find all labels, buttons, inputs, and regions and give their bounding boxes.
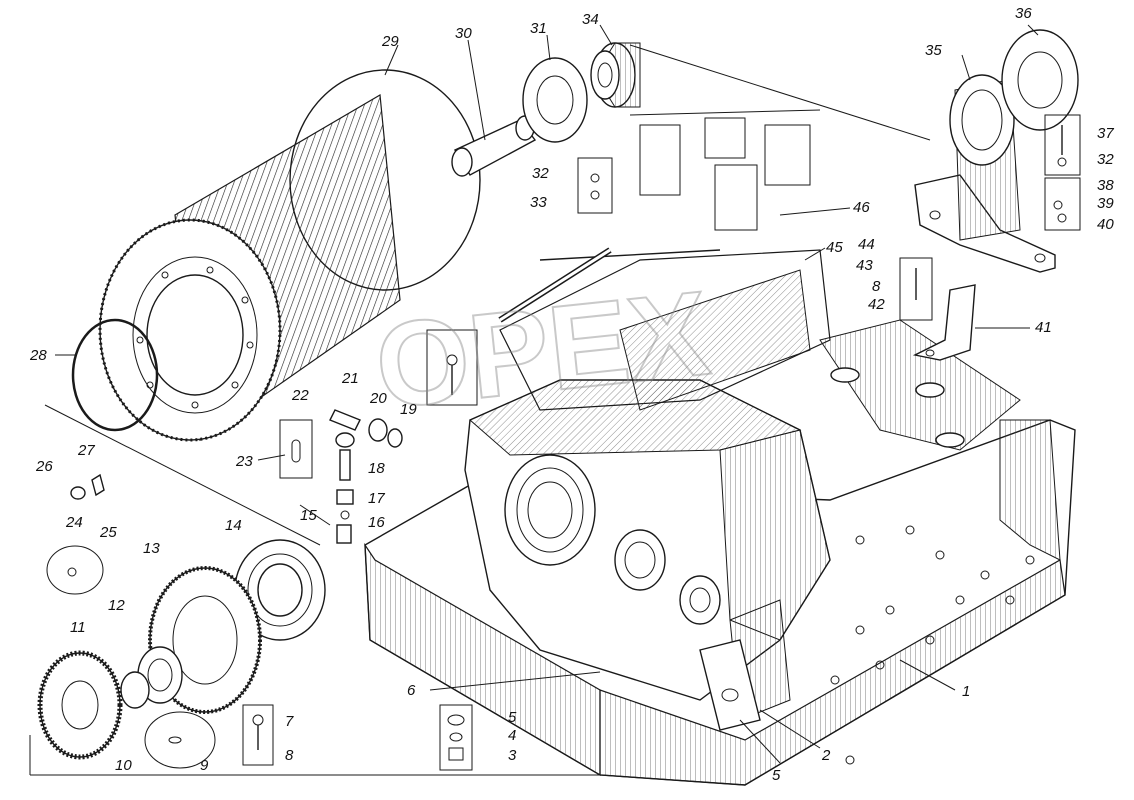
label-2: 2 (821, 747, 831, 764)
upper-bracket-frame (498, 247, 831, 411)
label-30: 30 (455, 25, 472, 42)
label-36: 36 (1015, 5, 1032, 22)
label-8b: 8 (872, 278, 881, 295)
label-14: 14 (225, 517, 242, 534)
label-1: 1 (962, 683, 970, 700)
label-21: 21 (341, 370, 359, 387)
label-16: 16 (368, 514, 385, 531)
hardware-box-32-33 (577, 157, 613, 214)
label-11: 11 (70, 619, 86, 636)
label-9: 9 (200, 757, 209, 774)
bearing-34 (590, 42, 641, 108)
label-33: 33 (530, 194, 547, 211)
hardware-box-37-32 (1044, 114, 1081, 176)
bearing-bracket-35 (914, 74, 1056, 273)
label-35: 35 (925, 42, 942, 59)
cover-31 (522, 57, 588, 143)
hardware-box-bolt (426, 329, 478, 406)
label-7: 7 (285, 713, 294, 730)
detail-callout-24-25 (46, 545, 104, 595)
label-28: 28 (29, 347, 47, 364)
label-37: 37 (1097, 125, 1114, 142)
label-46: 46 (853, 199, 870, 216)
label-39: 39 (1097, 195, 1114, 212)
hardware-box-42-44 (899, 257, 933, 321)
label-34: 34 (582, 11, 599, 28)
leader-lines (29, 24, 1039, 776)
label-22: 22 (291, 387, 309, 404)
label-12: 12 (108, 597, 125, 614)
label-29: 29 (381, 33, 399, 50)
label-44: 44 (858, 236, 875, 253)
label-25: 25 (99, 524, 117, 541)
label-42: 42 (868, 296, 885, 313)
label-3: 3 (508, 747, 517, 764)
label-32a: 32 (532, 165, 549, 182)
label-18: 18 (368, 460, 385, 477)
label-13: 13 (143, 540, 160, 557)
label-6: 6 (407, 682, 416, 699)
hardware-boxes-top (629, 109, 821, 231)
angle-bracket-41 (912, 284, 976, 361)
label-10: 10 (115, 757, 132, 774)
detail-callout-9 (144, 711, 216, 769)
label-15: 15 (300, 507, 317, 524)
detail-callout-23 (279, 419, 313, 479)
label-24: 24 (65, 514, 83, 531)
label-38: 38 (1097, 177, 1114, 194)
label-23: 23 (235, 453, 253, 470)
label-5a: 5 (508, 709, 517, 726)
retaining-ring-28 (71, 318, 159, 432)
label-17: 17 (368, 490, 385, 507)
label-27: 27 (77, 442, 95, 459)
label-31: 31 (530, 20, 547, 37)
nut-26 (70, 486, 86, 500)
part-labels: 1 2 3 4 5 5 6 7 8 9 10 11 12 13 14 15 16… (29, 5, 1114, 784)
bearing-cover-36 (1001, 29, 1079, 131)
label-32b: 32 (1097, 151, 1114, 168)
bearing-14 (234, 539, 326, 641)
small-parts-15-22 (329, 409, 403, 544)
label-19: 19 (400, 401, 417, 418)
hardware-box-3-5 (439, 704, 473, 771)
spacer-11 (120, 671, 150, 709)
label-45: 45 (826, 239, 843, 256)
label-43: 43 (856, 257, 873, 274)
label-4: 4 (508, 727, 516, 744)
label-8a: 8 (285, 747, 294, 764)
hardware-box-38-40 (1044, 177, 1081, 231)
gear-10 (37, 650, 123, 760)
bolt-27 (91, 473, 105, 497)
label-20: 20 (369, 390, 387, 407)
hardware-box-7-8 (242, 704, 274, 766)
label-5b: 5 (772, 767, 781, 784)
label-41: 41 (1035, 319, 1052, 336)
label-26: 26 (35, 458, 53, 475)
drum-29 (98, 69, 481, 442)
label-40: 40 (1097, 216, 1114, 233)
